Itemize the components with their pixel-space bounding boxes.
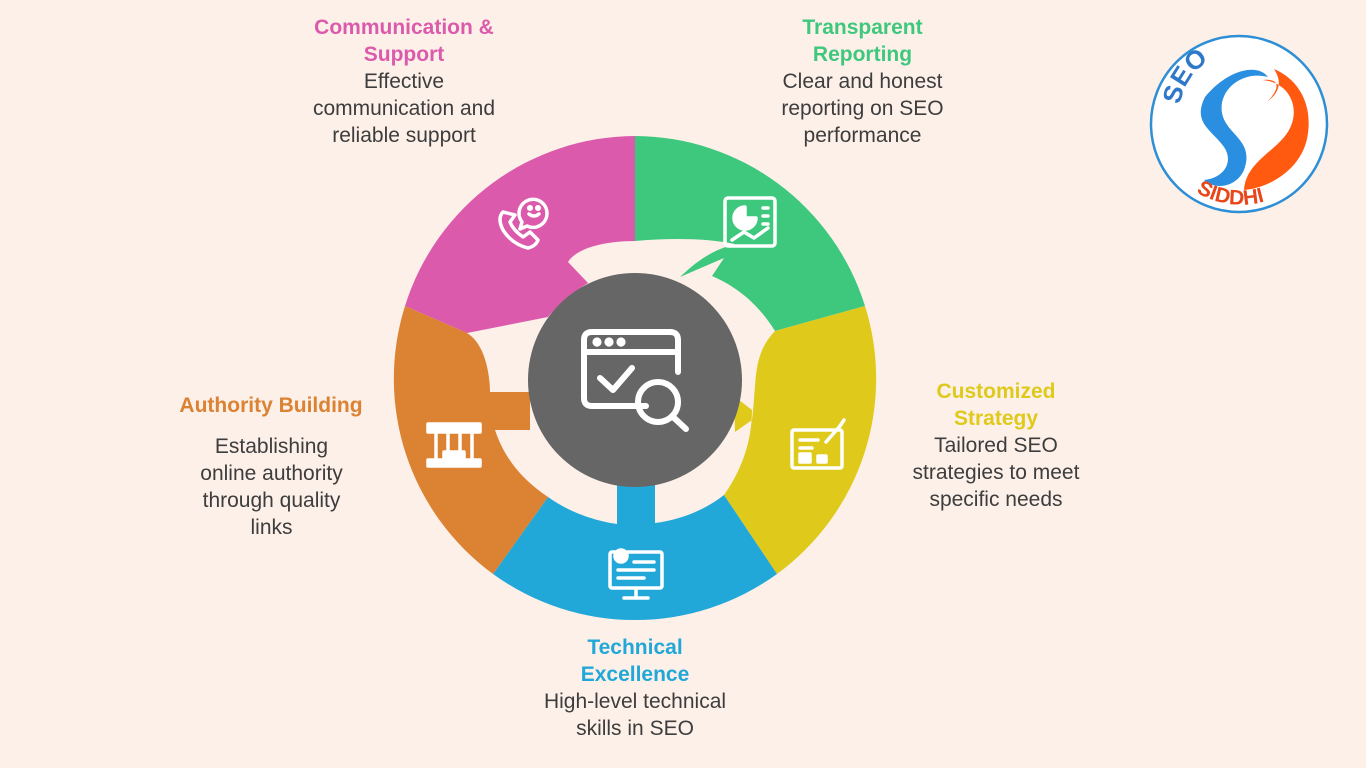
desc-reporting: Clear and honest reporting on SEO perfor… — [781, 70, 944, 147]
title-communication: Communication & Support — [314, 16, 494, 66]
label-strategy: Customized Strategy Tailored SEO strateg… — [896, 378, 1096, 513]
title-authority: Authority Building — [179, 394, 363, 417]
seo-siddhi-logo: SEO SIDDHI — [1149, 34, 1329, 214]
desc-authority: Establishing online authority through qu… — [200, 435, 343, 539]
title-reporting: Transparent Reporting — [802, 16, 923, 66]
strategy-document-icon — [790, 418, 846, 470]
segment-reporting[interactable] — [635, 136, 865, 331]
label-communication: Communication & Support Effective commun… — [299, 14, 509, 149]
label-authority: Authority Building Establishing online a… — [166, 392, 376, 541]
computer-settings-icon — [608, 548, 664, 600]
desc-communication: Effective communication and reliable sup… — [312, 70, 496, 147]
phone-chat-icon — [498, 197, 549, 250]
bank-building-icon — [426, 422, 482, 468]
label-reporting: Transparent Reporting Clear and honest r… — [765, 14, 960, 149]
title-technical: Technical Excellence — [580, 636, 690, 686]
browser-search-check-icon — [581, 329, 689, 432]
desc-technical: High-level technical skills in SEO — [543, 690, 727, 740]
label-technical: Technical Excellence High-level technica… — [540, 634, 730, 742]
center-disc — [528, 273, 742, 487]
desc-strategy: Tailored SEO strategies to meet specific… — [912, 434, 1080, 511]
title-strategy: Customized Strategy — [936, 380, 1056, 430]
report-chart-icon — [723, 196, 777, 248]
